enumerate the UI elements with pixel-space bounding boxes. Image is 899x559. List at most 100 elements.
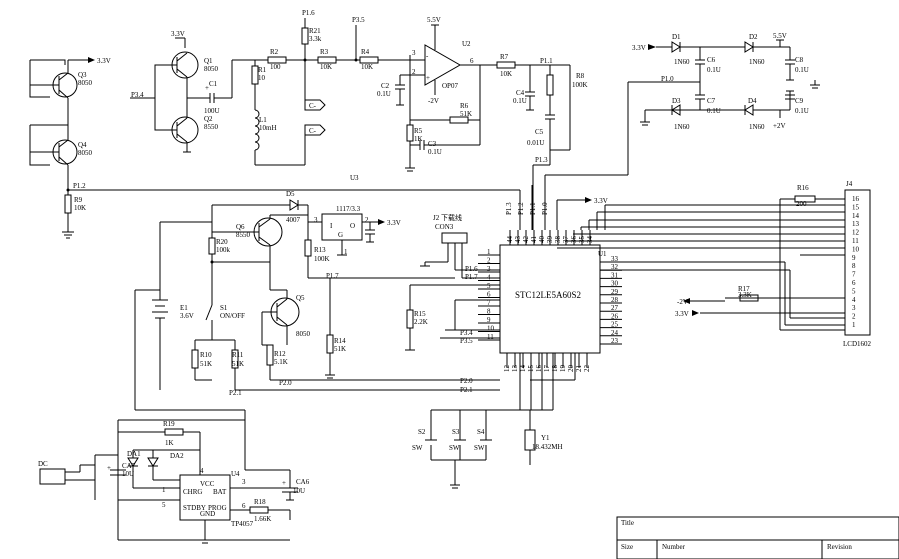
c1-plus: + bbox=[205, 84, 209, 92]
c7-value: 0.1U bbox=[707, 107, 721, 115]
net-p13-label: P1.3 bbox=[535, 156, 548, 164]
da1-label: DA1 bbox=[127, 450, 141, 458]
j4-pin-number: 1 bbox=[852, 321, 856, 329]
j4-pin-number: 11 bbox=[852, 237, 859, 245]
net-p20-a: P2.0 bbox=[279, 379, 292, 387]
title-block-size: Size bbox=[621, 543, 633, 551]
j2-connector: J2 下载线 CON3 R15 2.2K bbox=[405, 213, 500, 351]
opamp-block: - + 3 2 6 U2 OP07 5.5V -2V C2 0.1U R6 51… bbox=[377, 16, 588, 230]
dc-label: DC bbox=[38, 460, 48, 468]
r1-value: 10 bbox=[258, 74, 266, 82]
power-block: D5 4007 Q6 8550 R20 100k I O G 1117/3.3 … bbox=[134, 190, 500, 420]
c6-value: 0.1U bbox=[707, 66, 721, 74]
net-5v5-a: 5.5V bbox=[427, 16, 441, 24]
title-block-title: Title bbox=[621, 519, 634, 527]
q3-q4-block: 3.3V Q3 8050 Q4 8050 R9 10K P1.2 bbox=[29, 57, 520, 239]
u4-pin3: 3 bbox=[242, 478, 246, 486]
s4-label: S4 bbox=[477, 428, 485, 436]
net-3v3-a: 3.3V bbox=[97, 57, 111, 65]
y1-label: Y1 bbox=[541, 434, 550, 442]
net-p11-label: P1.1 bbox=[540, 57, 553, 65]
r14-label: R14 bbox=[334, 337, 346, 345]
r19-label: R19 bbox=[163, 420, 175, 428]
net-5v5-b: 5.5V bbox=[773, 32, 787, 40]
s1-label: S1 bbox=[220, 304, 228, 312]
s3-label: S3 bbox=[452, 428, 460, 436]
j4-pin-number: 2 bbox=[852, 313, 856, 321]
u1-pin-number: 9 bbox=[487, 316, 491, 324]
r17-value: 3.3K bbox=[738, 291, 752, 299]
r15-value: 2.2K bbox=[414, 318, 428, 326]
r20-value: 100k bbox=[216, 246, 231, 254]
r13-value: 100K bbox=[314, 255, 330, 263]
u4-pin5: 5 bbox=[162, 501, 166, 509]
u1-pin-number: 34 bbox=[586, 236, 594, 244]
opamp-plus: + bbox=[426, 74, 430, 82]
net-p12-label: P1.2 bbox=[73, 182, 86, 190]
r21-label: R21 bbox=[309, 27, 321, 35]
u1-pin-number: 13 bbox=[511, 365, 519, 373]
r14-value: 51K bbox=[334, 345, 346, 353]
u1-pin-number: 24 bbox=[611, 329, 619, 337]
c1-label: C1 bbox=[209, 80, 218, 88]
r20-label: R20 bbox=[216, 238, 228, 246]
d4-label: D4 bbox=[748, 97, 757, 105]
u1-pin-number: 33 bbox=[611, 255, 619, 263]
filter-block: P1.6 R21 3.3k R3 10K P3.5 R4 10K C- C- U… bbox=[301, 9, 425, 182]
r6-label: R6 bbox=[460, 102, 469, 110]
r11-value: 51K bbox=[232, 360, 244, 368]
ca6-plus: + bbox=[282, 479, 286, 487]
c3-value: 0.1U bbox=[428, 148, 442, 156]
r7-value: 10K bbox=[500, 70, 512, 78]
j4-part: LCD1602 bbox=[843, 340, 872, 348]
title-block: Title Size Number Revision bbox=[616, 516, 899, 559]
u1-pin-number: 28 bbox=[611, 296, 619, 304]
c7-label: C7 bbox=[707, 97, 716, 105]
da2-label: DA2 bbox=[170, 452, 184, 460]
u4-pin1: 1 bbox=[162, 486, 166, 494]
c4-value: 0.1U bbox=[513, 97, 527, 105]
u1-pin-number: 40 bbox=[538, 236, 546, 244]
r19-value: 1K bbox=[165, 439, 174, 447]
d4-value: 1N60 bbox=[749, 123, 765, 131]
reg-pin3: 3 bbox=[314, 216, 318, 224]
q5-part: 8050 bbox=[296, 330, 311, 338]
j4-label: J4 bbox=[846, 180, 853, 188]
net-p2v: +2V bbox=[773, 122, 786, 130]
r8-label: R8 bbox=[576, 72, 585, 80]
u1-pin-number: 32 bbox=[611, 263, 619, 271]
j4-pin-number: 14 bbox=[852, 212, 860, 220]
j4-pin-number: 4 bbox=[852, 296, 856, 304]
r13-label: R13 bbox=[314, 246, 326, 254]
net-m2v-b: -2V bbox=[677, 298, 688, 306]
j4-pin-number: 7 bbox=[852, 271, 856, 279]
u1-pin-number: 16 bbox=[535, 365, 543, 373]
net-p10-top: P1.0 bbox=[541, 202, 549, 215]
d2-value: 1N60 bbox=[749, 58, 765, 66]
reg-label: 1117/3.3 bbox=[336, 205, 361, 213]
r6-value: 51K bbox=[460, 110, 472, 118]
q5-label: Q5 bbox=[296, 294, 305, 302]
u4-pin4: 4 bbox=[200, 467, 204, 475]
l1-value: 10mH bbox=[259, 124, 277, 132]
j4-pin-number: 6 bbox=[852, 279, 856, 287]
j4-pin-number: 13 bbox=[852, 220, 860, 228]
c8-label: C8 bbox=[795, 56, 804, 64]
u1-pin-number: 25 bbox=[611, 321, 619, 329]
r2-value: 100 bbox=[270, 63, 281, 71]
u1-pin-number: 31 bbox=[611, 271, 619, 279]
mcu-wiring bbox=[431, 261, 791, 430]
j4-pin-number: 12 bbox=[852, 229, 860, 237]
r4-value: 10K bbox=[361, 63, 373, 71]
j4-pin-number: 8 bbox=[852, 262, 856, 270]
q2-part: 8550 bbox=[204, 123, 219, 131]
r5-value: 1K bbox=[414, 135, 423, 143]
reg-pin2: 2 bbox=[365, 216, 369, 224]
j4-pin-number: 16 bbox=[852, 195, 860, 203]
r10-label: R10 bbox=[200, 351, 212, 359]
r9-label: R9 bbox=[74, 196, 83, 204]
u1-pin-number: 35 bbox=[578, 236, 586, 244]
net-3v3-e: 3.3V bbox=[387, 219, 401, 227]
u1-pin-number: 14 bbox=[519, 365, 527, 373]
